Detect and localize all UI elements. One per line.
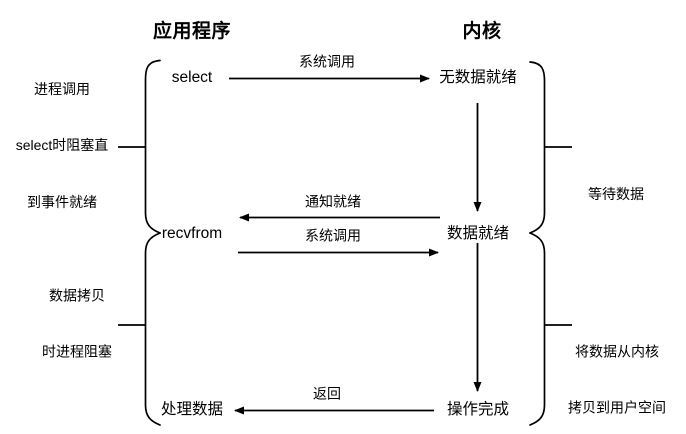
left-brace-upper bbox=[118, 59, 161, 234]
column-header-kernel: 内核 bbox=[462, 21, 502, 42]
arrow-label-syscall-mid: 系统调用 bbox=[305, 227, 361, 244]
side-label-left-upper-line-3: 到事件就绪 bbox=[26, 194, 97, 211]
side-label-left-lower-line-2: 时进程阻塞 bbox=[42, 343, 112, 360]
node-select[interactable]: select bbox=[171, 68, 213, 86]
side-label-left-upper: 进程调用 select时阻塞直 到事件就绪 bbox=[16, 42, 109, 250]
right-brace-upper bbox=[529, 61, 572, 234]
node-operation-complete[interactable]: 操作完成 bbox=[446, 400, 510, 418]
arrow-label-notify-ready: 通知就绪 bbox=[305, 193, 361, 210]
arrow-label-syscall-top: 系统调用 bbox=[299, 53, 355, 70]
side-label-right-lower-line-1: 将数据从内核 bbox=[575, 343, 659, 360]
node-data-ready[interactable]: 数据就绪 bbox=[446, 224, 510, 242]
right-brace-lower bbox=[529, 232, 572, 426]
side-label-right-upper-line-1: 等待数据 bbox=[588, 185, 644, 202]
side-label-left-lower-line-1: 数据拷贝 bbox=[49, 287, 105, 304]
side-label-left-upper-line-2: select时阻塞直 bbox=[15, 137, 109, 154]
node-no-data-ready[interactable]: 无数据就绪 bbox=[439, 68, 517, 86]
side-label-left-lower: 数据拷贝 时进程阻塞 bbox=[42, 248, 112, 399]
side-label-right-lower-line-2: 拷贝到用户空间 bbox=[568, 399, 666, 416]
column-header-application: 应用程序 bbox=[152, 21, 232, 42]
arrow-label-return: 返回 bbox=[313, 385, 341, 402]
left-brace-lower bbox=[118, 232, 161, 426]
side-label-right-upper: 等待数据 bbox=[588, 147, 644, 241]
node-recvfrom[interactable]: recvfrom bbox=[161, 224, 223, 242]
node-process-data[interactable]: 处理数据 bbox=[160, 400, 224, 418]
side-label-left-upper-line-1: 进程调用 bbox=[33, 80, 90, 97]
side-label-right-lower: 将数据从内核 拷贝到用户空间 bbox=[568, 304, 666, 434]
